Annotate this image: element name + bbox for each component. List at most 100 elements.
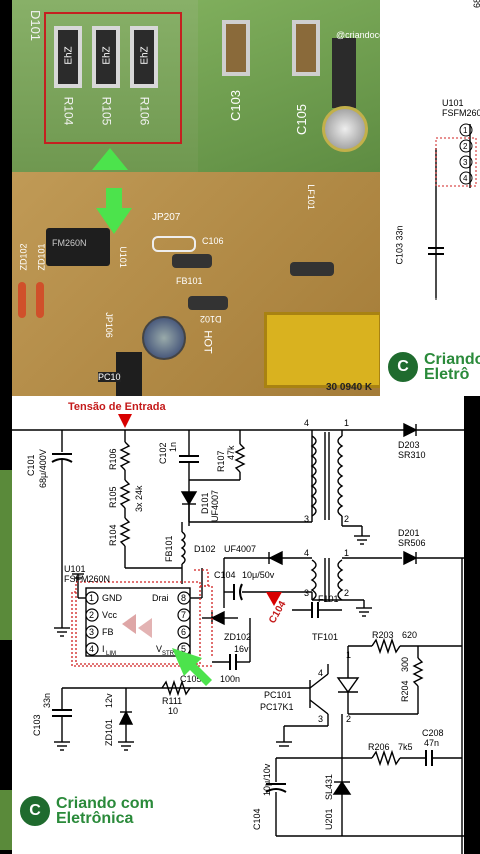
- u101-ref: U101: [64, 564, 86, 574]
- strip-pin-2: 2: [463, 142, 468, 151]
- tpin-t4: 4: [304, 418, 309, 428]
- pcpin-3: 3: [318, 714, 323, 724]
- r206-ref: R206: [368, 742, 390, 752]
- green-arrow-up-icon: [92, 148, 128, 170]
- u201-value: SL431: [324, 774, 334, 800]
- silk-zd101: ZD101: [36, 243, 47, 271]
- zd102-value: 16v: [234, 644, 249, 654]
- d102-ref: D102: [194, 544, 216, 554]
- pin-drai: Drai: [152, 593, 169, 603]
- c102-ref: C102: [158, 442, 168, 464]
- schematic-drawing: 1 2 3 4 5 6 7 8 GND Vcc FB I LIM Drai V …: [12, 396, 468, 854]
- tpin-b2: 2: [344, 588, 349, 598]
- silk-c103: C103: [228, 89, 244, 122]
- r203-ref: R203: [372, 630, 394, 640]
- pin-8: 8: [181, 593, 186, 603]
- pin-4: 4: [89, 644, 94, 654]
- pin-vstr: V: [156, 644, 162, 654]
- c208-value: 47n: [424, 738, 439, 748]
- r107-ref: R107: [216, 450, 226, 472]
- silk-r106: R106: [137, 96, 152, 126]
- brand-logo-line1: Criando: [424, 351, 480, 368]
- brand-logo-bottom: C Criando com Eletrônica: [18, 794, 154, 828]
- pin-1: 1: [89, 593, 94, 603]
- diode-zd101: [36, 282, 44, 318]
- d101-value: UF4007: [210, 490, 220, 522]
- main-schematic: 1 2 3 4 5 6 7 8 GND Vcc FB I LIM Drai V …: [12, 396, 468, 854]
- tpin-b1: 1: [344, 548, 349, 558]
- c105-value: 100n: [220, 674, 240, 684]
- photo-capacitors-zoom: C103 C105 @criandocomeletronica: [198, 0, 380, 172]
- c104-value: 10μ/50v: [242, 570, 275, 580]
- silk-u101: U101: [117, 246, 128, 268]
- r111-ref: R111: [162, 696, 182, 706]
- pin-5: 5: [181, 644, 186, 654]
- r105-ref: R105: [108, 486, 118, 508]
- resistor-code: EhZ: [63, 46, 75, 65]
- cap-c103: [222, 20, 250, 76]
- pin-2: 2: [89, 610, 94, 620]
- brand-logo-icon: C: [386, 350, 420, 384]
- c102-value: 1n: [168, 442, 178, 452]
- pin-6: 6: [181, 627, 186, 637]
- electrolytic-cap: [142, 316, 186, 360]
- cap-c105: [292, 20, 320, 76]
- brand-logo-bottom-line1: Criando com: [56, 795, 154, 812]
- c104-arrow-icon: [266, 592, 282, 606]
- silk-d102: D102: [200, 314, 222, 324]
- brand-logo-bottom-icon: C: [18, 794, 52, 828]
- strip-pin-1: 1: [463, 126, 468, 135]
- photo-side-strip: [0, 470, 12, 640]
- pcpin-2: 2: [346, 714, 351, 724]
- r204-value: 300: [400, 657, 410, 672]
- strip-u101: U101: [442, 98, 464, 108]
- r204-ref: R204: [400, 680, 410, 702]
- d101-ref: D101: [200, 492, 210, 514]
- tpin-t1: 1: [344, 418, 349, 428]
- pin-7: 7: [181, 610, 186, 620]
- strip-pin-4: 4: [463, 174, 468, 183]
- green-arrow-icon: [96, 188, 132, 234]
- silk-r105: R105: [99, 96, 114, 126]
- tpin-t3: 3: [304, 514, 309, 524]
- diode-zd102: [18, 282, 26, 318]
- watermark: @criandocomeletronica: [336, 30, 380, 40]
- tpin-b4: 4: [304, 548, 309, 558]
- silk-jp106: JP106: [103, 312, 114, 338]
- tpin-b3: 3: [304, 588, 309, 598]
- d102-value: UF4007: [224, 544, 256, 554]
- photo-pcb: JP207 FM260N U101 ZD102 ZD101 JP106 C106…: [12, 172, 380, 396]
- c104b-ref: C104: [252, 808, 262, 830]
- photo-side-strip-bottom: [0, 790, 12, 850]
- resistor-r105: [92, 26, 120, 88]
- silk-jp207: JP207: [152, 212, 181, 223]
- resistor-code-3: EhZ: [139, 46, 151, 65]
- solder-pad: [322, 106, 368, 152]
- silk-c106: C106: [202, 236, 224, 246]
- silk-r104: R104: [61, 96, 76, 126]
- r104-ref: R104: [108, 524, 118, 546]
- pin-fb: FB: [102, 627, 114, 637]
- zd101-value: 12v: [104, 693, 114, 708]
- pc101-value: PC17K1: [260, 702, 294, 712]
- strip-ic: FSFM260: [442, 108, 480, 118]
- ic-marking: FM260N: [52, 238, 87, 248]
- fb101-ref: FB101: [164, 535, 174, 562]
- silk-c105: C105: [294, 103, 310, 136]
- silk-board-code: 30 0940 K: [326, 382, 373, 393]
- pin-ilim-sub: LIM: [106, 651, 116, 657]
- schematic-strip-right: 68 U101 FSFM260 1 2 3 4 C103 33n C Crian…: [380, 0, 480, 396]
- pin-vstr-sub: STR: [162, 651, 175, 657]
- strip-pin-3: 3: [463, 158, 468, 167]
- resistor-code-2: EhZ: [101, 46, 113, 65]
- tpin-t2: 2: [344, 514, 349, 524]
- c101-ref: C101: [26, 454, 36, 476]
- c103-ref: C103: [32, 714, 42, 736]
- diode-smd: [332, 38, 356, 108]
- pin-gnd: GND: [102, 593, 123, 603]
- f101-ref: F101: [318, 594, 339, 604]
- resistor-r106: [130, 26, 158, 88]
- tf101-ref: TF101: [312, 632, 338, 642]
- c101-value: 68μ/400V: [38, 449, 48, 488]
- pin-vcc: Vcc: [102, 610, 118, 620]
